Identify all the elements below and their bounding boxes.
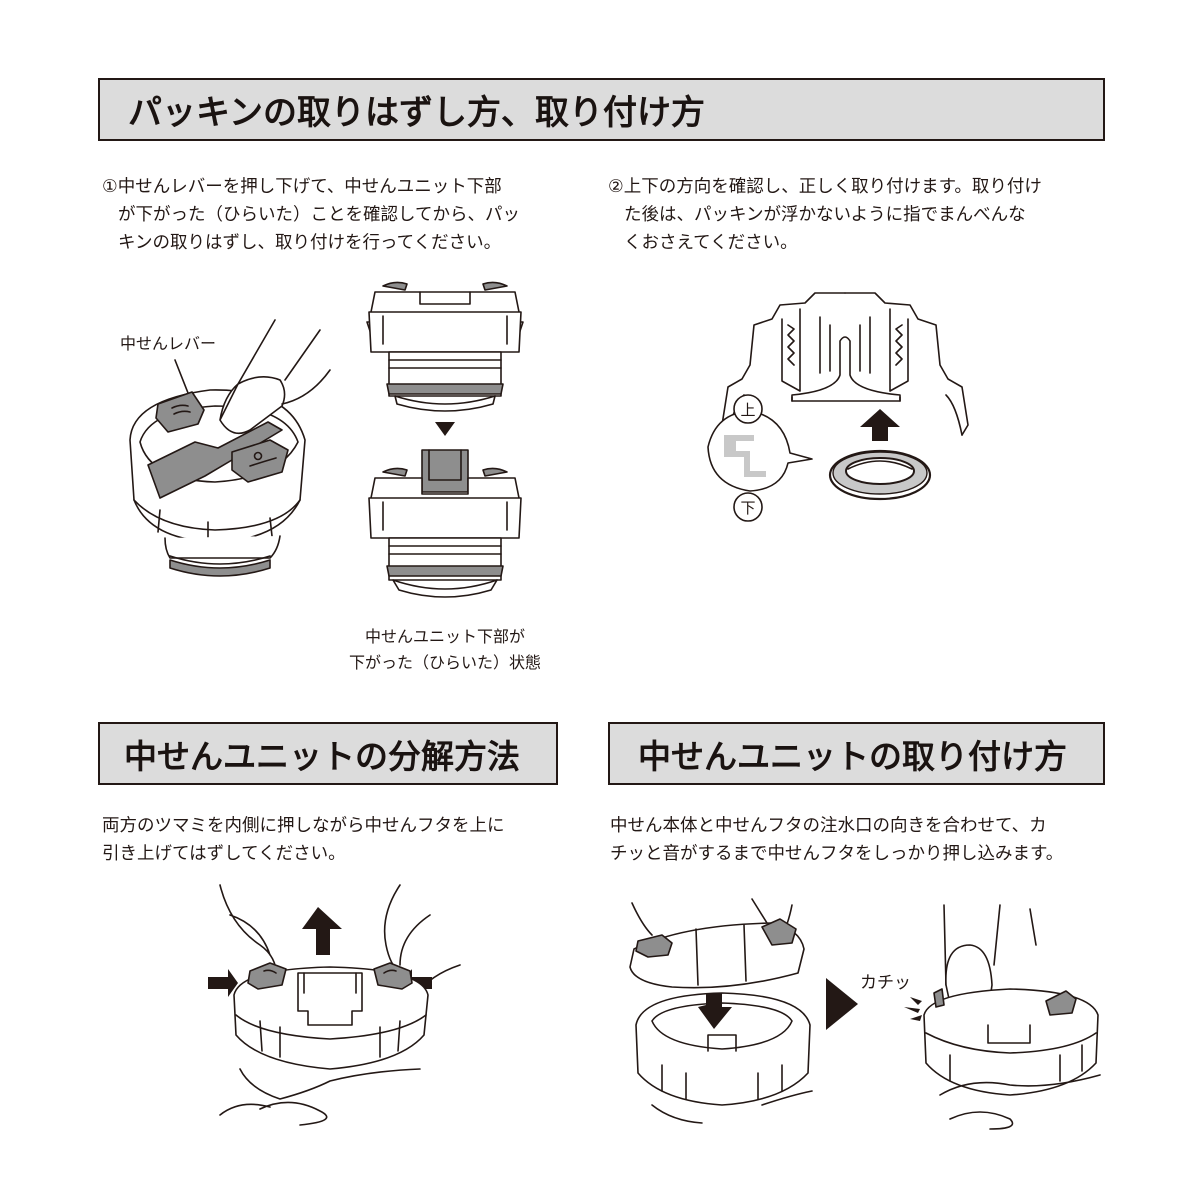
down-arrow-icon — [698, 993, 732, 1029]
step2-line: た後は、パッキンが浮かないように指でまんべんな — [624, 205, 1026, 225]
section-header-packing: パッキンの取りはずし方、取り付け方 — [98, 78, 1105, 141]
disassembly-line: 両方のツマミを内側に押しながら中せんフタを上に — [102, 816, 505, 836]
lever-press-illustration — [129, 319, 331, 577]
top-badge-label: 上 — [740, 401, 755, 419]
step2-line: くおさえてください。 — [624, 233, 798, 253]
lever-callout-label: 中せんレバー — [120, 334, 217, 353]
packing-orientation-illustration: 上 下 — [707, 292, 969, 522]
inner-unit-opened — [368, 449, 522, 598]
section-header-disassembly: 中せんユニットの分解方法 — [98, 722, 558, 785]
assembly-step-press-illustration — [904, 904, 1101, 1130]
section-title-disassembly: 中せんユニットの分解方法 — [124, 736, 520, 776]
assembly-line: 中せん本体と中せんフタの注水口の向きを合わせて、カ — [610, 816, 1047, 836]
disassembly-illustration — [208, 884, 461, 1126]
section-header-assembly: 中せんユニットの取り付け方 — [608, 722, 1105, 785]
next-step-triangle-icon — [826, 978, 858, 1030]
bottom-badge — [733, 492, 763, 522]
orientation-speech-bubble: 上 下 — [707, 394, 813, 522]
assembly-step-place-illustration — [629, 898, 813, 1124]
step2-instructions: ②上下の方向を確認し、正しく取り付けます。取り付け た後は、パッキンが浮かないよ… — [608, 173, 1042, 257]
packing-orientation-symbol — [724, 435, 766, 477]
right-arrow-icon — [208, 969, 238, 997]
step1-line: キンの取りはずし、取り付けを行ってください。 — [118, 233, 502, 253]
assembly-instructions: 中せん本体と中せんフタの注水口の向きを合わせて、カ チッと音がするまで中せんフタ… — [610, 812, 1063, 868]
assembly-line: チッと音がするまで中せんフタをしっかり押し込みます。 — [610, 844, 1064, 864]
top-badge — [733, 394, 763, 424]
step1-line: ①中せんレバーを押し下げて、中せんユニット下部 — [102, 177, 502, 197]
caption-line: 中せんユニット下部が — [364, 627, 525, 646]
up-arrow-icon — [860, 409, 900, 441]
packing-ring — [828, 449, 932, 501]
caption-line: 下がった（ひらいた）状態 — [348, 653, 541, 672]
inner-unit-states-illustration — [366, 281, 524, 598]
section-title-assembly: 中せんユニットの取り付け方 — [638, 736, 1067, 776]
click-mark-icon — [904, 997, 922, 1021]
up-arrow-icon — [302, 907, 342, 955]
disassembly-instructions: 両方のツマミを内側に押しながら中せんフタを上に 引き上げてはずしてください。 — [102, 812, 505, 868]
step1-line: が下がった（ひらいた）ことを確認してから、パッ — [118, 205, 520, 225]
step2-line: ②上下の方向を確認し、正しく取り付けます。取り付け — [608, 177, 1042, 197]
section-title-packing: パッキンの取りはずし方、取り付け方 — [128, 93, 705, 133]
down-triangle-icon — [435, 422, 455, 436]
inner-unit-closed — [366, 281, 524, 412]
bottom-badge-label: 下 — [740, 499, 755, 517]
disassembly-line: 引き上げてはずしてください。 — [102, 844, 346, 864]
step1-instructions: ①中せんレバーを押し下げて、中せんユニット下部 が下がった（ひらいた）ことを確認… — [102, 173, 520, 257]
click-sound-label: カチッ — [860, 973, 911, 993]
lowered-state-caption: 中せんユニット下部が 下がった（ひらいた）状態 — [330, 624, 560, 676]
